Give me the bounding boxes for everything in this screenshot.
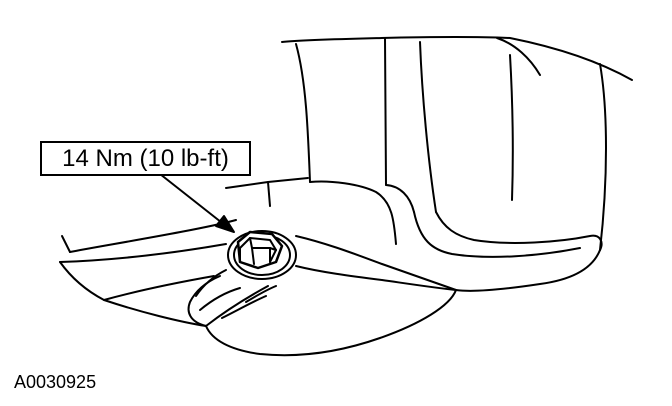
drain-boss (195, 235, 457, 327)
torque-spec-label: 14 Nm (10 lb-ft) (40, 141, 251, 176)
figure-id-label: A0030925 (14, 372, 97, 392)
torque-spec-text: 14 Nm (10 lb-ft) (62, 144, 229, 172)
leader-arrow (159, 173, 235, 233)
drain-plug (227, 230, 297, 280)
oil-pan-sidewall (309, 180, 603, 292)
engine-block-outline (281, 36, 633, 251)
oil-pan-flange (59, 177, 457, 357)
